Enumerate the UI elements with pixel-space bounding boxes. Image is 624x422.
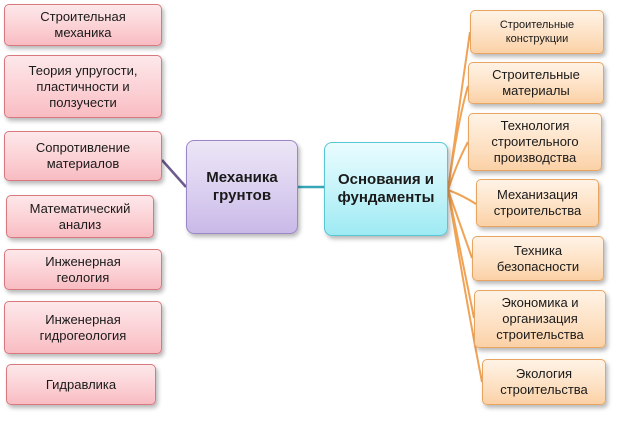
left-node-engineering-geology: Инженерная геология <box>4 249 162 290</box>
right-node-ecology: Экология строительства <box>482 359 606 405</box>
left-node-label: Строительная механика <box>40 9 126 40</box>
left-node-label: Теория упругости, пластичности и ползуче… <box>28 62 138 110</box>
right-node-building-structures: Строительные конструкции <box>470 10 604 54</box>
left-node-label: Гидравлика <box>45 376 117 392</box>
left-node-label: Инженерная гидрогеология <box>39 311 127 343</box>
left-node-elasticity-theory: Теория упругости, пластичности и ползуче… <box>4 55 162 118</box>
center-node-soil-mechanics: Механика грунтов <box>186 140 298 234</box>
right-node-label: Строительные конструкции <box>499 19 575 45</box>
center-node-label: Механика грунтов <box>206 169 278 204</box>
right-node-construction-technology: Технология строительного производства <box>468 113 602 171</box>
left-node-structural-mechanics: Строительная механика <box>4 4 162 46</box>
left-node-hydraulics: Гидравлика <box>6 364 156 405</box>
left-node-label: Сопротивление материалов <box>35 140 131 171</box>
right-node-label: Экономика и организация строительства <box>496 295 584 342</box>
right-node-label: Технология строительного производства <box>491 118 579 165</box>
right-node-label: Техника безопасности <box>496 242 580 274</box>
right-node-building-materials: Строительные материалы <box>468 62 604 104</box>
left-node-mathematical-analysis: Математический анализ <box>6 195 154 238</box>
right-node-safety: Техника безопасности <box>472 236 604 281</box>
center-node-foundations: Основания и фундаменты <box>324 142 448 236</box>
left-node-hydrogeology: Инженерная гидрогеология <box>4 301 162 354</box>
right-fan-links <box>447 31 483 383</box>
right-node-label: Строительные материалы <box>492 67 580 98</box>
right-node-economics: Экономика и организация строительства <box>474 290 606 348</box>
center-node-label: Основания и фундаменты <box>337 171 435 206</box>
right-node-label: Механизация строительства <box>493 187 582 218</box>
left-node-label: Инженерная геология <box>45 253 121 285</box>
left-node-strength-of-materials: Сопротивление материалов <box>4 131 162 181</box>
left-node-label: Математический анализ <box>29 200 131 232</box>
right-node-label: Экология строительства <box>500 366 588 397</box>
link-left-to-primary <box>161 159 187 188</box>
right-node-mechanization: Механизация строительства <box>476 179 599 227</box>
